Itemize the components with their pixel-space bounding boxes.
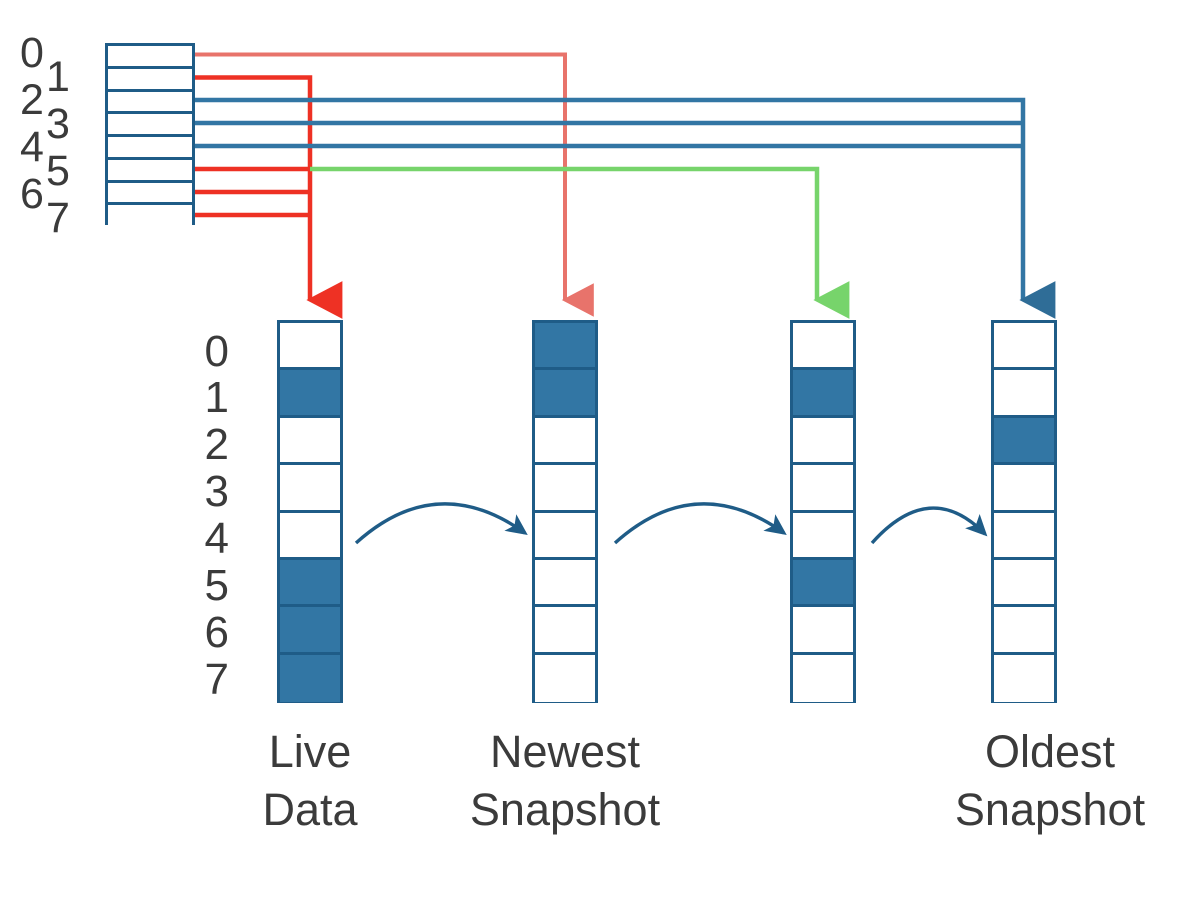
row-index-7: 7	[204, 655, 229, 704]
row-index-2: 2	[204, 420, 229, 469]
caption-live-data-line2: Data	[262, 783, 358, 835]
page-table-row-1[interactable]	[108, 68, 192, 92]
page-table-row-7[interactable]	[108, 205, 192, 228]
column-newest-snapshot	[532, 320, 598, 703]
caption-oldest-snapshot-line2: Snapshot	[954, 783, 1146, 835]
wire-row-5	[152, 166, 850, 319]
cell-third-snapshot-2[interactable]	[793, 417, 853, 466]
cell-oldest-snapshot-4[interactable]	[994, 512, 1054, 560]
caption-newest-snapshot-line1: Newest	[489, 726, 641, 777]
flow-arrow-newest-to-third	[613, 502, 787, 545]
cell-third-snapshot-4[interactable]	[793, 512, 853, 560]
cell-newest-snapshot-5[interactable]	[535, 559, 595, 608]
row-index-6: 6	[204, 608, 229, 657]
cell-oldest-snapshot-3[interactable]	[994, 465, 1054, 513]
cell-live-data-2[interactable]	[280, 417, 340, 466]
cell-newest-snapshot-1[interactable]	[535, 370, 595, 418]
column-live-data	[277, 320, 343, 703]
cell-third-snapshot-5[interactable]	[793, 559, 853, 608]
row-index-4: 4	[204, 514, 229, 563]
row-index-5: 5	[204, 561, 229, 610]
cell-third-snapshot-6[interactable]	[793, 607, 853, 655]
cell-newest-snapshot-6[interactable]	[535, 607, 595, 655]
caption-newest-snapshot: Newest Snapshot	[425, 723, 705, 838]
cell-live-data-0[interactable]	[280, 323, 340, 371]
page-table-row-0[interactable]	[108, 46, 192, 69]
caption-live-data-line1: Live	[268, 726, 352, 777]
cell-newest-snapshot-7[interactable]	[535, 654, 595, 703]
caption-live-data: Live Data	[200, 723, 420, 838]
cell-third-snapshot-0[interactable]	[793, 323, 853, 371]
flow-arrow-live-to-newest	[354, 502, 528, 545]
page-table-row-6[interactable]	[108, 182, 192, 206]
page-table-row-2[interactable]	[108, 91, 192, 115]
column-oldest-snapshot	[991, 320, 1057, 703]
page-table-row-4[interactable]	[108, 137, 192, 160]
cell-newest-snapshot-3[interactable]	[535, 465, 595, 513]
cell-live-data-3[interactable]	[280, 465, 340, 513]
cell-live-data-1[interactable]	[280, 370, 340, 418]
row-index-3: 3	[204, 467, 229, 516]
source-label-4: 4	[20, 123, 44, 171]
cell-third-snapshot-7[interactable]	[793, 654, 853, 703]
source-label-3: 3	[46, 100, 70, 148]
wire-row-2	[152, 97, 1056, 319]
flow-arrow-third-to-oldest	[870, 506, 988, 545]
caption-oldest-snapshot: Oldest Snapshot	[910, 723, 1190, 838]
page-table-row-3[interactable]	[108, 114, 192, 137]
column-third-snapshot	[790, 320, 856, 703]
page-table-row-5[interactable]	[108, 159, 192, 183]
caption-newest-snapshot-line2: Snapshot	[469, 783, 661, 835]
cell-third-snapshot-1[interactable]	[793, 370, 853, 418]
cell-oldest-snapshot-2[interactable]	[994, 417, 1054, 466]
cell-live-data-5[interactable]	[280, 559, 340, 608]
cell-newest-snapshot-0[interactable]	[535, 323, 595, 371]
row-index-0: 0	[204, 327, 229, 376]
cell-third-snapshot-3[interactable]	[793, 465, 853, 513]
cell-live-data-6[interactable]	[280, 607, 340, 655]
cell-oldest-snapshot-1[interactable]	[994, 370, 1054, 418]
cell-live-data-7[interactable]	[280, 654, 340, 703]
source-label-5: 5	[46, 147, 70, 195]
page-table	[105, 43, 195, 228]
cell-newest-snapshot-4[interactable]	[535, 512, 595, 560]
source-label-7: 7	[46, 194, 70, 242]
source-label-0: 0	[20, 29, 44, 77]
cell-oldest-snapshot-0[interactable]	[994, 323, 1054, 371]
source-label-1: 1	[46, 53, 70, 101]
cell-live-data-4[interactable]	[280, 512, 340, 560]
row-index-1: 1	[204, 373, 229, 422]
cell-newest-snapshot-2[interactable]	[535, 417, 595, 466]
cell-oldest-snapshot-5[interactable]	[994, 559, 1054, 608]
source-label-2: 2	[20, 76, 44, 124]
caption-oldest-snapshot-line1: Oldest	[984, 726, 1116, 777]
cell-oldest-snapshot-6[interactable]	[994, 607, 1054, 655]
cell-oldest-snapshot-7[interactable]	[994, 654, 1054, 703]
source-label-6: 6	[20, 170, 44, 218]
wire-row-0	[152, 52, 594, 317]
